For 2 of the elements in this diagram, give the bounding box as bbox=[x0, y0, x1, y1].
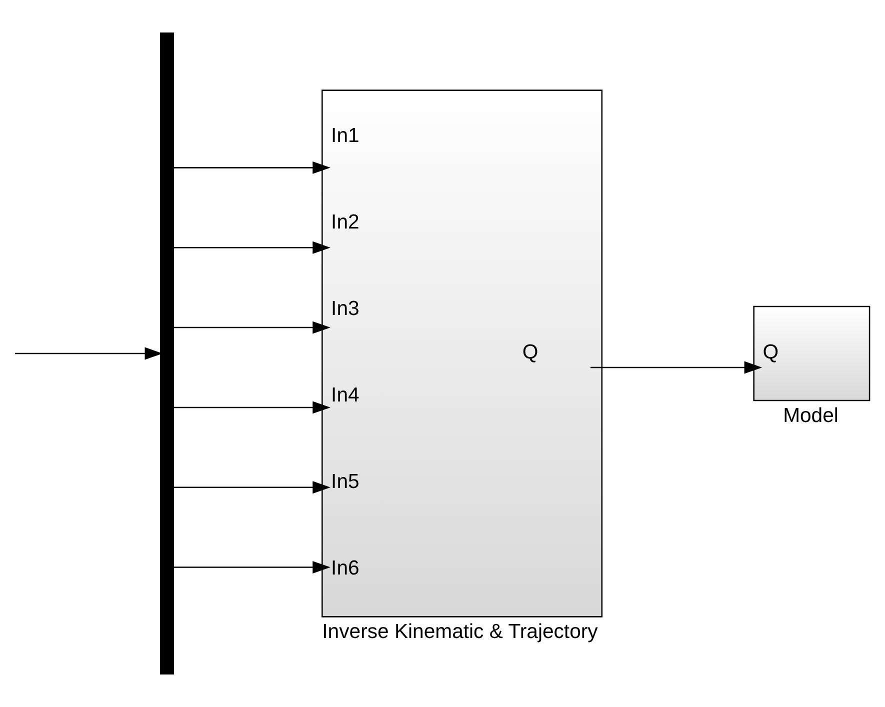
node-label: Inverse Kinematic & Trajectory bbox=[322, 621, 598, 644]
node-label: Model bbox=[783, 404, 838, 427]
